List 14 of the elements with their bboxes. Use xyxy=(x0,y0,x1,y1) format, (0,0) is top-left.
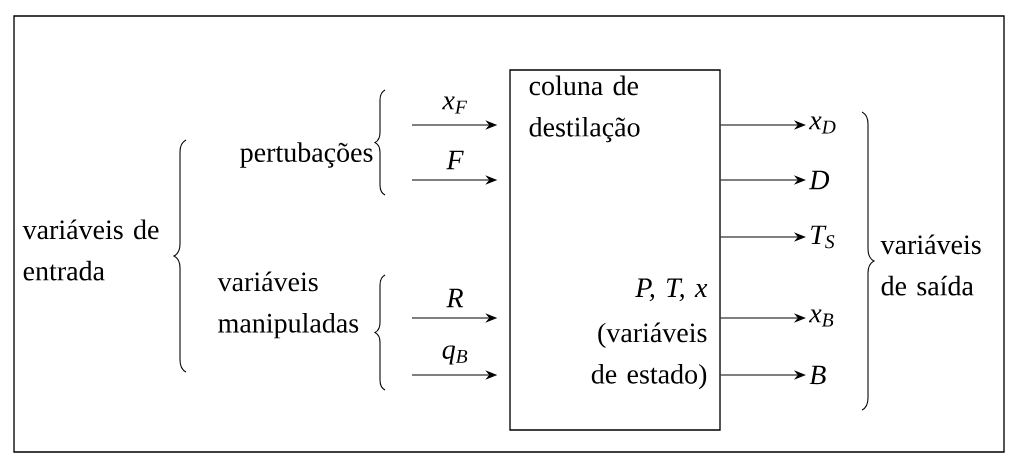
edge-label: F xyxy=(446,150,464,170)
group-label: variáveis de saída xyxy=(880,234,981,296)
edge-label: R xyxy=(446,288,464,308)
process-box: coluna de destilação P, T, x (variáveis de estado) xyxy=(509,69,721,431)
output-variable: T$_{S}$ xyxy=(811,225,835,249)
group-label: variáveis de entrada xyxy=(22,219,159,281)
output-variable: D xyxy=(808,170,830,190)
edge-label: q$_{B}$ xyxy=(442,345,468,365)
edge-label: x$_{F}$ xyxy=(442,96,468,114)
output-variable: B xyxy=(809,365,826,385)
output-variable: x$_{B}$ xyxy=(808,309,834,327)
group-label: pertubações xyxy=(240,142,373,168)
group-label: variáveis manipuladas xyxy=(217,271,359,339)
output-variable: x$_{D}$ xyxy=(808,116,836,134)
